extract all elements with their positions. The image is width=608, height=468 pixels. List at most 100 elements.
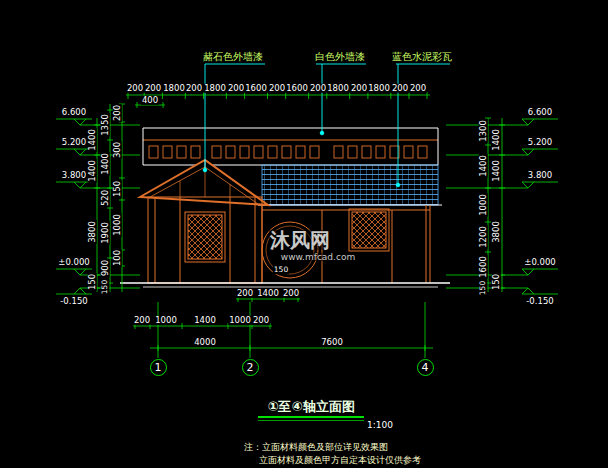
roof-band — [404, 146, 413, 158]
dimension: 1800 — [326, 84, 350, 93]
walls — [148, 197, 430, 283]
dimension: 3800 — [492, 220, 501, 244]
dimension: 150 — [273, 266, 289, 274]
roof-band — [282, 146, 291, 158]
elevation-mark: -0.150 — [525, 297, 554, 306]
dimension: 4000 — [193, 338, 217, 347]
gable — [140, 160, 268, 205]
tile-roof — [258, 165, 442, 205]
dimension: 1000 — [479, 193, 488, 217]
dimension: 200 — [350, 84, 368, 93]
walls — [148, 197, 262, 283]
roof-band — [226, 146, 235, 158]
note-text: 立面材料及颜色甲方自定本设计仅供参考 — [258, 456, 422, 465]
elevation-markers — [522, 119, 558, 125]
walls — [255, 197, 256, 283]
roof-band — [143, 128, 144, 165]
elevation-markers — [56, 119, 558, 294]
elevation-mark: 5.200 — [61, 138, 87, 147]
material-callout: 白色外墙漆 — [314, 52, 366, 62]
axis-circle: 2 — [242, 359, 259, 376]
elevation-mark: 6.600 — [527, 108, 553, 117]
walls — [349, 209, 389, 251]
dimension: 900 — [101, 259, 110, 277]
elevation-mark: ±0.000 — [523, 258, 556, 267]
dimension: 1600 — [479, 255, 488, 279]
watermark: www.mfcad.com — [280, 253, 356, 262]
walls — [392, 210, 393, 283]
callout-leaders — [203, 64, 450, 187]
dimension: 150 — [88, 273, 97, 291]
roof-band — [310, 146, 319, 158]
ground-line — [120, 283, 450, 287]
dimension: 1400 — [492, 159, 501, 183]
walls — [230, 197, 231, 283]
elevation-mark: 3.800 — [61, 171, 87, 180]
walls — [180, 197, 181, 283]
dimension: 200 — [144, 84, 162, 93]
callout-leaders — [205, 64, 206, 170]
roof-band — [191, 146, 200, 158]
roof-band — [362, 146, 371, 158]
elevation-markers — [80, 125, 140, 126]
title-underline — [258, 416, 364, 418]
elevation-markers — [522, 288, 558, 294]
dimension: 150 — [492, 273, 501, 291]
roof-band — [143, 140, 438, 141]
axis-number: 2 — [247, 362, 254, 373]
roof-band — [212, 146, 221, 158]
elevation-markers — [56, 182, 92, 188]
material-callout: 蓝色水泥彩瓦 — [391, 52, 453, 62]
elevation-markers — [522, 149, 558, 155]
dimension: 1600 — [285, 84, 309, 93]
scale-text: 1:100 — [366, 421, 394, 430]
tile-roof — [258, 204, 442, 205]
dimension-lines — [250, 302, 251, 358]
callout-leaders — [205, 64, 265, 65]
note-text: 注：立面材料颜色及部位详见效果图 — [243, 443, 389, 452]
dimension-lines — [97, 118, 98, 292]
dimension-lines — [488, 118, 489, 292]
axis-circle: 4 — [417, 359, 434, 376]
elevation-mark: -0.150 — [59, 297, 88, 306]
elevation-mark: 3.800 — [527, 171, 553, 180]
walls — [352, 212, 386, 248]
dimension: 1400 — [479, 154, 488, 178]
dimension: 200 — [282, 289, 300, 298]
dimension: 200 — [409, 84, 427, 93]
watermark: 沐风网 — [269, 230, 331, 250]
dimension: 300 — [113, 141, 122, 159]
roof-band — [254, 146, 263, 158]
gable — [230, 184, 231, 197]
walls — [430, 205, 431, 283]
dimension-lines — [135, 105, 165, 106]
drawing-title: ①至④轴立面图 — [265, 400, 356, 414]
roof-band — [348, 146, 357, 158]
dimension: 150 — [479, 280, 487, 296]
dimension: 1600 — [244, 84, 268, 93]
dimension: 200 — [236, 289, 254, 298]
dimension-lines — [133, 326, 272, 327]
title-underline — [258, 417, 364, 421]
elevation-markers — [446, 188, 528, 189]
elevation-markers — [446, 288, 528, 289]
callout-leaders — [316, 64, 366, 65]
dimension: 1400 — [101, 152, 110, 176]
callout-leaders — [396, 183, 400, 187]
elevation-markers — [80, 188, 140, 189]
dimension-lines — [94, 92, 505, 358]
elevation-mark: 6.600 — [61, 108, 87, 117]
dimension: 1800 — [203, 84, 227, 93]
material-callout: 赭石色外墙漆 — [202, 52, 264, 62]
roof-band — [149, 146, 427, 158]
dimension-lines — [128, 92, 427, 99]
walls — [262, 210, 430, 211]
dimension: 1400 — [492, 128, 501, 152]
gable — [140, 160, 268, 205]
dimension: 1200 — [479, 225, 488, 249]
roof-band — [334, 146, 343, 158]
dimension: 520 — [101, 189, 110, 207]
dimension-lines — [502, 118, 503, 292]
roof-band — [240, 146, 249, 158]
dimension: 200 — [185, 84, 203, 93]
